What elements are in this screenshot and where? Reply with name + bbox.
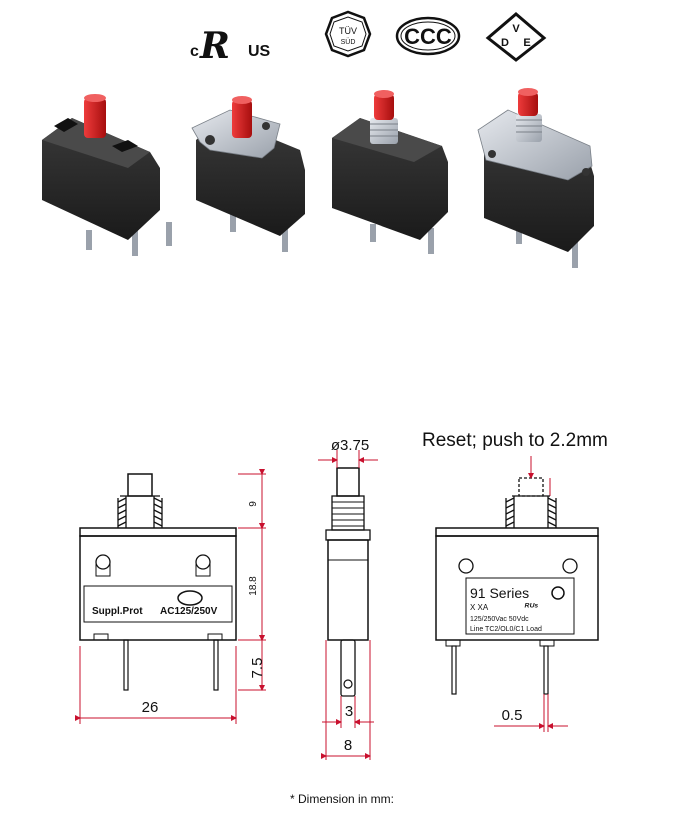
back-rating-label: X XA bbox=[470, 603, 489, 612]
front-view-dimensions: 9 18.8 7.5 26 bbox=[75, 469, 266, 724]
vde-logo: V D E bbox=[485, 12, 547, 62]
svg-text:V: V bbox=[512, 23, 520, 35]
svg-text:D: D bbox=[501, 37, 509, 49]
push-button bbox=[127, 473, 153, 497]
dim-button-diameter: ø3.75 bbox=[331, 437, 369, 454]
svg-text:R: R bbox=[199, 25, 230, 67]
tuv-mark-icon bbox=[551, 586, 565, 600]
svg-text:E: E bbox=[523, 37, 530, 49]
back-terminals-label: Line TC2/OL0/C1 Load bbox=[470, 626, 542, 633]
dim-terminal-width: 3 bbox=[345, 703, 353, 720]
front-label-right: AC125/250V bbox=[160, 606, 218, 617]
back-voltage-label: 125/250Vac 50Vdc bbox=[470, 616, 529, 623]
side-terminal bbox=[340, 639, 356, 697]
side-view-dimensions: ø3.75 3 8 bbox=[318, 437, 378, 760]
dim-body-height: 18.8 bbox=[248, 576, 259, 596]
dim-terminal-thickness: 0.5 bbox=[502, 707, 523, 724]
threaded-neck bbox=[117, 495, 163, 528]
tuv-sud-logo: TÜV SÜD bbox=[324, 10, 372, 58]
svg-text:US: US bbox=[248, 43, 271, 60]
dim-push-height: 9 bbox=[248, 501, 259, 507]
ccc-mark-icon bbox=[177, 590, 203, 606]
dim-width: 26 bbox=[142, 699, 159, 716]
svg-text:SÜD: SÜD bbox=[341, 38, 356, 46]
product-photo-2 bbox=[191, 96, 305, 252]
back-view-drawing: 91 Series X XA ᴿᵁˢ 125/250Vac 50Vdc Line… bbox=[435, 456, 599, 695]
product-photo-3 bbox=[332, 90, 448, 254]
back-view-dimensions: 0.5 bbox=[494, 694, 568, 732]
back-series-label: 91 Series bbox=[470, 585, 529, 601]
switch-body bbox=[79, 535, 237, 641]
svg-text:CCC: CCC bbox=[404, 24, 452, 49]
ul-mark-icon: ᴿᵁˢ bbox=[524, 602, 538, 613]
ccc-logo: CCC bbox=[395, 16, 461, 56]
reset-note: Reset; push to 2.2mm bbox=[422, 430, 608, 451]
svg-text:TÜV: TÜV bbox=[339, 26, 357, 36]
front-view-drawing: Suppl.Prot AC125/250V bbox=[79, 473, 237, 691]
front-label-left: Suppl.Prot bbox=[92, 606, 143, 617]
side-body bbox=[327, 539, 369, 641]
dim-depth: 8 bbox=[344, 737, 352, 754]
svg-text:c: c bbox=[190, 43, 199, 60]
footnote: * Dimension in mm: bbox=[290, 792, 394, 806]
back-body bbox=[435, 535, 599, 641]
ul-recognized-logo: c R US bbox=[190, 25, 271, 67]
product-photo-4 bbox=[477, 88, 594, 268]
product-photo-1 bbox=[42, 94, 172, 256]
dim-terminal-length: 7.5 bbox=[249, 658, 266, 679]
side-view-drawing bbox=[325, 467, 371, 697]
